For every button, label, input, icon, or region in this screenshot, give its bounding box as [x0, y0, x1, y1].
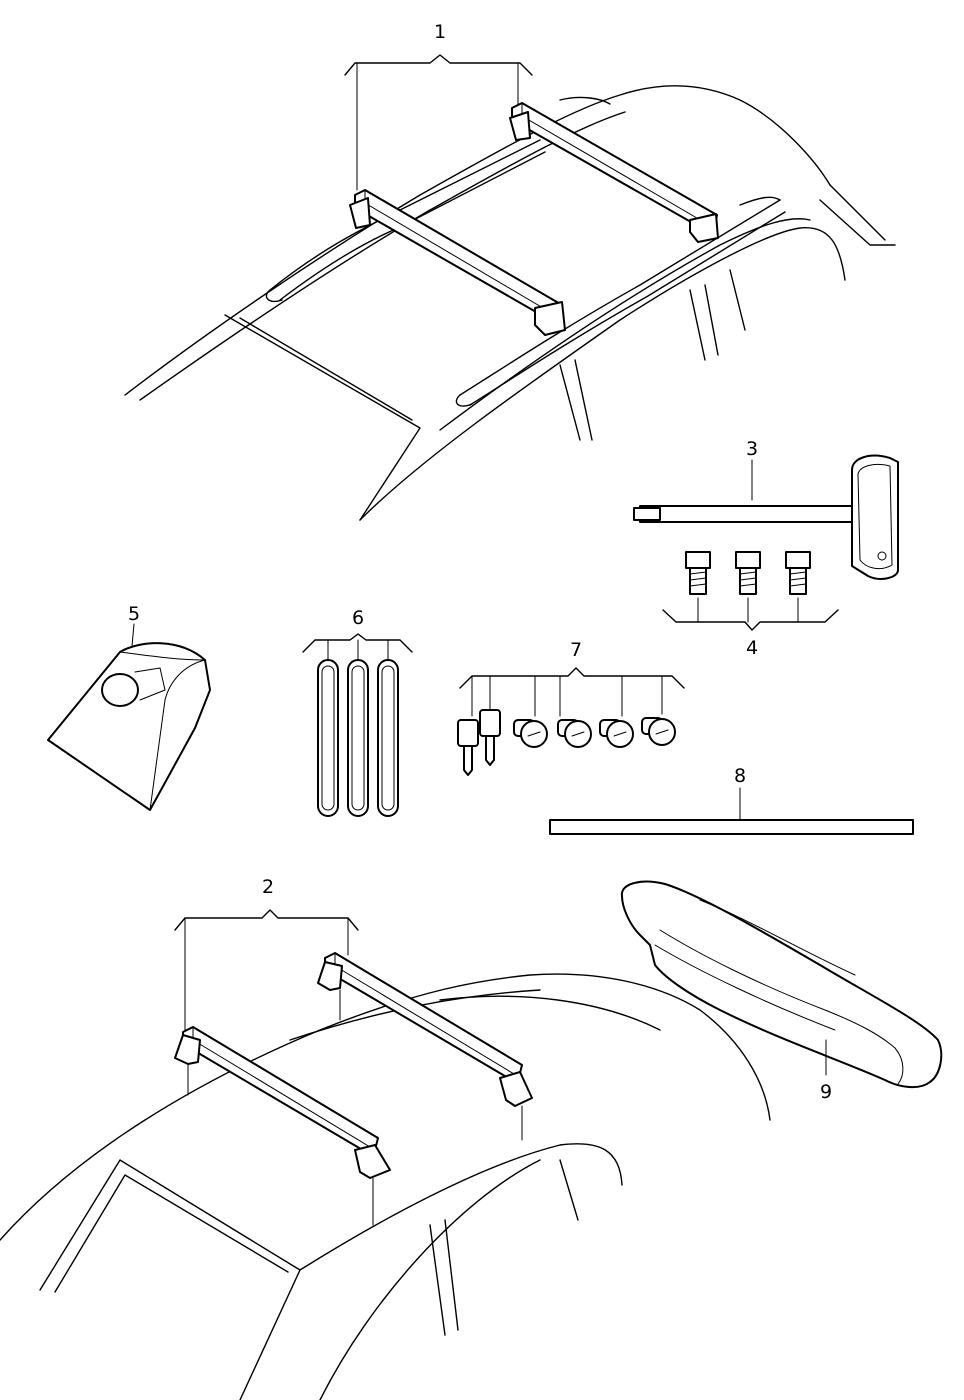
crossbar-set-1: [349, 102, 719, 336]
lock-cylinder-3: [599, 719, 634, 748]
callout-9-label: 9: [820, 1081, 832, 1103]
lower-car-roof-illustration: [0, 973, 771, 1400]
callout-2: 2: [174, 876, 359, 1031]
callout-4-label: 4: [746, 637, 758, 659]
callout-8-label: 8: [734, 765, 746, 787]
bolt-1: [685, 551, 711, 595]
part-7-keys-locks: 7: [457, 639, 685, 776]
bolt-3: [785, 551, 811, 595]
part-8-strip: 8: [549, 765, 914, 835]
lock-cylinder-1: [513, 719, 548, 748]
callout-1: 1: [344, 21, 533, 191]
key-1: [457, 719, 479, 776]
part-4-bolts: 4: [662, 551, 839, 659]
bolt-2: [735, 551, 761, 595]
lock-cylinder-4: [641, 717, 676, 746]
part-6-strips: 6: [302, 607, 413, 817]
upper-car-roof-illustration: [124, 85, 896, 521]
callout-5-label: 5: [128, 603, 140, 625]
callout-7-label: 7: [570, 639, 582, 661]
callout-2-label: 2: [262, 876, 274, 898]
key-2: [479, 709, 501, 766]
lock-cylinder-2: [557, 719, 592, 748]
part-5-end-cover: 5: [47, 603, 211, 811]
part-9-storage-bag: 9: [620, 880, 943, 1103]
callout-6-label: 6: [352, 607, 364, 629]
callout-1-label: 1: [434, 21, 446, 43]
callout-3-label: 3: [746, 438, 758, 460]
part-3-tool: 3: [633, 438, 899, 580]
crossbar-set-2: [174, 952, 533, 1226]
